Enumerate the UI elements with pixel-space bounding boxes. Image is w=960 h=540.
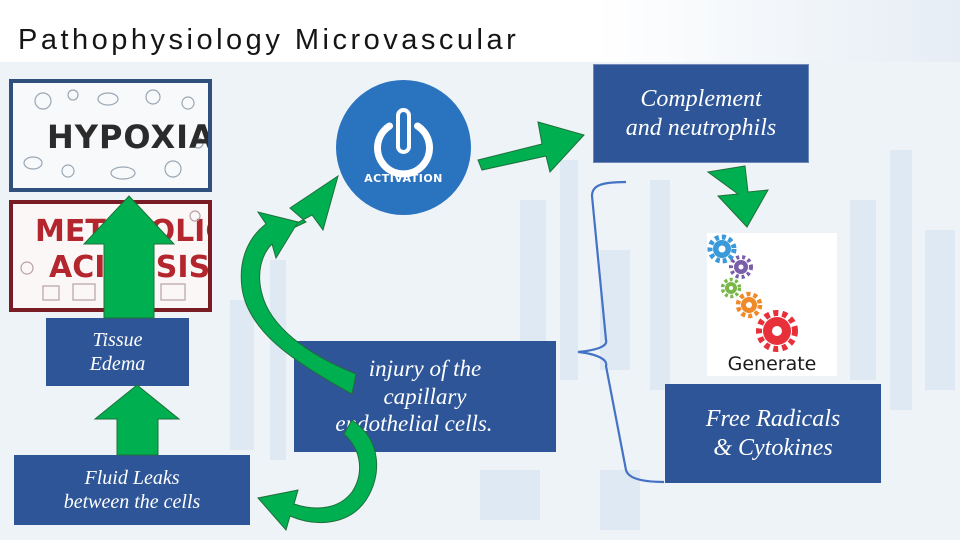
injury-line-3: endothelial cells.: [335, 410, 492, 438]
complement-box: Complement and neutrophils: [593, 64, 809, 163]
title-bar: Pathophysiology Microvascular: [0, 0, 960, 62]
injury-line-2: capillary: [383, 383, 466, 411]
fluid-leaks-box: Fluid Leaks between the cells: [14, 455, 250, 525]
page-title: Pathophysiology Microvascular: [18, 24, 519, 57]
lab-doodles-icon: [13, 204, 208, 308]
capillary-injury-box: injury of the capillary endothelial cell…: [294, 341, 556, 452]
activation-circle: ACTIVATION: [336, 80, 471, 215]
gears-image: Generate: [707, 233, 837, 376]
tissue-edema-box: Tissue Edema: [46, 318, 189, 386]
hypoxia-image: HYPOXIA: [9, 79, 212, 192]
complement-line-1: Complement: [640, 85, 761, 114]
fluid-leaks-line-2: between the cells: [64, 490, 201, 514]
tissue-edema-line-1: Tissue: [92, 328, 142, 352]
hypoxia-word: HYPOXIA: [47, 118, 212, 156]
power-icon: [336, 80, 471, 215]
generate-label: Generate: [707, 353, 837, 375]
tissue-edema-line-2: Edema: [90, 352, 146, 376]
free-radicals-box: Free Radicals & Cytokines: [665, 384, 881, 483]
complement-line-2: and neutrophils: [626, 114, 776, 143]
free-radicals-line-1: Free Radicals: [706, 405, 840, 434]
gear-icon: [707, 233, 837, 353]
fluid-leaks-line-1: Fluid Leaks: [85, 466, 180, 490]
free-radicals-line-2: & Cytokines: [713, 434, 832, 463]
metabolic-acidosis-image: METABOLIC ACIDOSIS: [9, 200, 212, 312]
activation-label: ACTIVATION: [336, 172, 471, 185]
injury-line-1: injury of the: [369, 355, 481, 383]
